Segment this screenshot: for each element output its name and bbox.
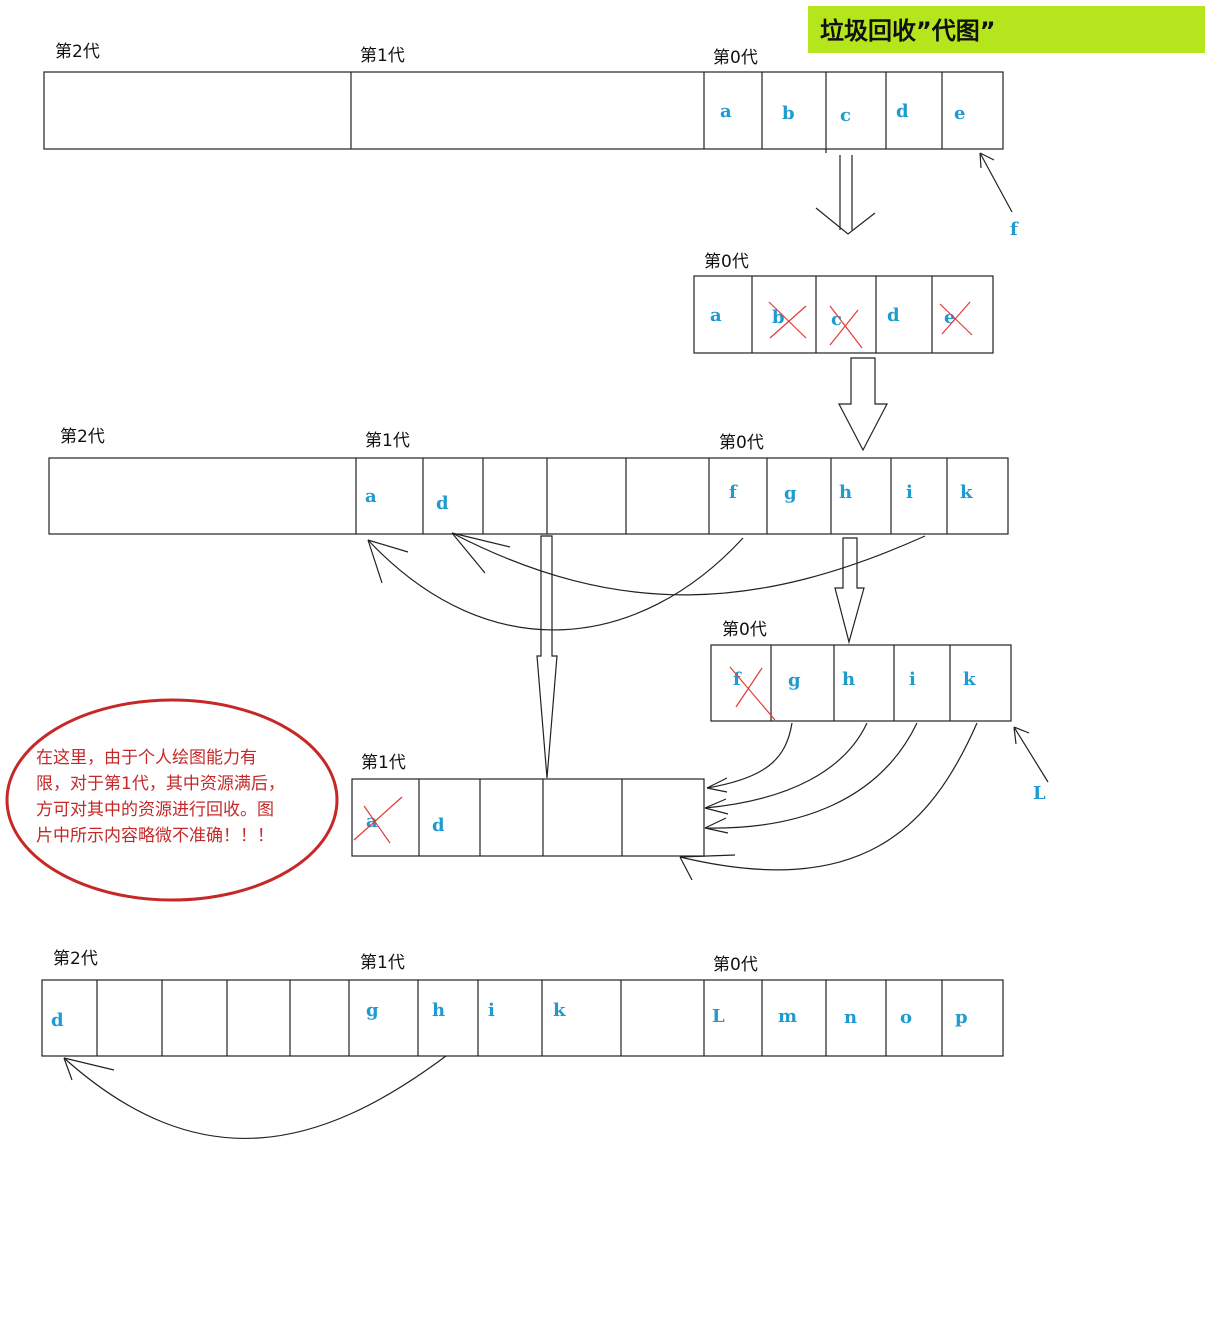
row3-heap-box <box>48 457 1009 535</box>
row2-cross-mark <box>829 305 863 349</box>
row2-object-label: b <box>772 307 785 328</box>
row5-object-label: d <box>432 815 445 836</box>
row-2: 第0代 a b c d e <box>693 252 994 354</box>
row4-promotion-arrowhead <box>704 798 729 815</box>
transition-arrow-3 <box>536 535 558 779</box>
row6-object-label: p <box>955 1007 968 1028</box>
title-background <box>808 6 1205 53</box>
note-line: 方可对其中的资源进行回收。图 <box>36 800 274 820</box>
row6-object-label: h <box>432 1000 445 1021</box>
row4-promotion-curve <box>704 722 868 809</box>
row3-object-label: d <box>436 493 449 514</box>
row6-gen2-label: 第2代 <box>53 949 98 969</box>
row3-object-label: g <box>784 483 797 504</box>
double-arrow-head <box>815 207 876 235</box>
row6-object-label: k <box>553 1000 566 1021</box>
row2-object-label: e <box>944 307 955 328</box>
row4-promotion-arrowhead <box>679 854 736 881</box>
row6-object-label: m <box>778 1006 797 1027</box>
row6-object-label: L <box>712 1006 725 1027</box>
row4-gen0-label: 第0代 <box>722 620 767 640</box>
row4-promotion-arrowhead <box>706 777 728 793</box>
row2-object-label: c <box>831 309 842 330</box>
row1-object-label: a <box>720 101 732 122</box>
row1-gen1-label: 第1代 <box>360 46 405 66</box>
row-3: 第2代 第1代 第0代 a d f g h i k <box>48 427 1009 631</box>
note-callout: 在这里，由于个人绘图能力有 限，对于第1代，其中资源满后， 方可对其中的资源进行… <box>5 698 339 902</box>
row3-object-label: a <box>365 486 377 507</box>
row1-object-label: b <box>782 103 795 124</box>
row1-object-label: d <box>896 101 909 122</box>
row3-object-label: k <box>960 482 973 503</box>
row3-gen2-label: 第2代 <box>60 427 105 447</box>
row2-cross-mark <box>939 301 973 336</box>
note-line: 限，对于第1代，其中资源满后， <box>36 774 285 794</box>
row4-object-label: k <box>963 669 976 690</box>
row4-promotion-curve <box>706 722 793 789</box>
row3-gen0-label: 第0代 <box>719 433 764 453</box>
row4-promotion-arrowhead <box>704 817 729 834</box>
row5-gen1-label: 第1代 <box>361 753 406 773</box>
row3-object-label: f <box>729 482 738 503</box>
transition-arrow-4 <box>834 537 865 645</box>
row6-object-label: d <box>51 1010 64 1031</box>
note-ellipse <box>5 698 339 902</box>
transition-arrow-2 <box>838 357 888 452</box>
row-6: 第2代 第1代 第0代 d g h i k L m n o p <box>41 949 1004 1140</box>
row1-gen0-label: 第0代 <box>713 48 758 68</box>
row4-gen0-box <box>710 644 1012 722</box>
row1-gen2-label: 第2代 <box>55 42 100 62</box>
row6-promotion-curve <box>63 1055 447 1140</box>
row1-object-label: e <box>954 103 965 124</box>
row6-object-label: n <box>844 1007 857 1028</box>
row4-promotion-curve <box>679 722 978 871</box>
row2-gen0-box <box>693 275 994 354</box>
row1-object-label: c <box>840 105 851 126</box>
row4-object-label: i <box>909 669 916 690</box>
row2-cross-mark <box>768 301 807 339</box>
row1-pointer-label: f <box>1010 219 1019 240</box>
row6-gen0-label: 第0代 <box>713 955 758 975</box>
row1-heap-box <box>43 71 1004 150</box>
title-text: 垃圾回收”代图” <box>820 17 996 45</box>
row3-promotion-curve <box>367 537 744 631</box>
row4-pointer-label: L <box>1033 783 1046 804</box>
row3-object-label: i <box>906 482 913 503</box>
row4-object-label: f <box>733 669 742 690</box>
row6-object-label: g <box>366 1000 379 1021</box>
row4-object-label: h <box>842 669 855 690</box>
row6-gen1-label: 第1代 <box>360 953 405 973</box>
row3-promotion-arrowhead <box>451 532 511 574</box>
row5-object-label: a <box>366 811 378 832</box>
row2-gen0-label: 第0代 <box>704 252 749 272</box>
row-5: 第1代 a d <box>351 753 705 857</box>
row4-promotion-curve <box>704 722 918 829</box>
row-4: 第0代 f g h i k L <box>679 620 1049 881</box>
row4-pointer-arrow <box>1013 726 1049 783</box>
row3-object-label: h <box>839 482 852 503</box>
row2-object-label: a <box>710 305 722 326</box>
title-banner: 垃圾回收”代图” <box>808 6 1205 53</box>
transition-arrow-1 <box>815 155 876 235</box>
row4-cross-mark <box>729 666 776 721</box>
row5-cross-mark <box>353 796 403 844</box>
row6-object-label: o <box>900 1007 912 1028</box>
row3-gen1-label: 第1代 <box>365 431 410 451</box>
row6-heap-box <box>41 979 1004 1057</box>
row2-object-label: d <box>887 305 900 326</box>
note-line: 在这里，由于个人绘图能力有 <box>36 748 257 768</box>
row3-promotion-arrowhead <box>367 539 409 584</box>
row1-pointer-arrow <box>979 152 1013 213</box>
row6-promotion-arrowhead <box>63 1057 115 1081</box>
row6-object-label: i <box>488 1000 495 1021</box>
row-1: 第2代 第1代 第0代 a b c d e f <box>43 42 1019 240</box>
row5-gen1-box <box>351 778 705 857</box>
row4-object-label: g <box>788 670 801 691</box>
note-line: 片中所示内容略微不准确！！！ <box>36 826 274 846</box>
row3-promotion-curve <box>451 532 926 596</box>
